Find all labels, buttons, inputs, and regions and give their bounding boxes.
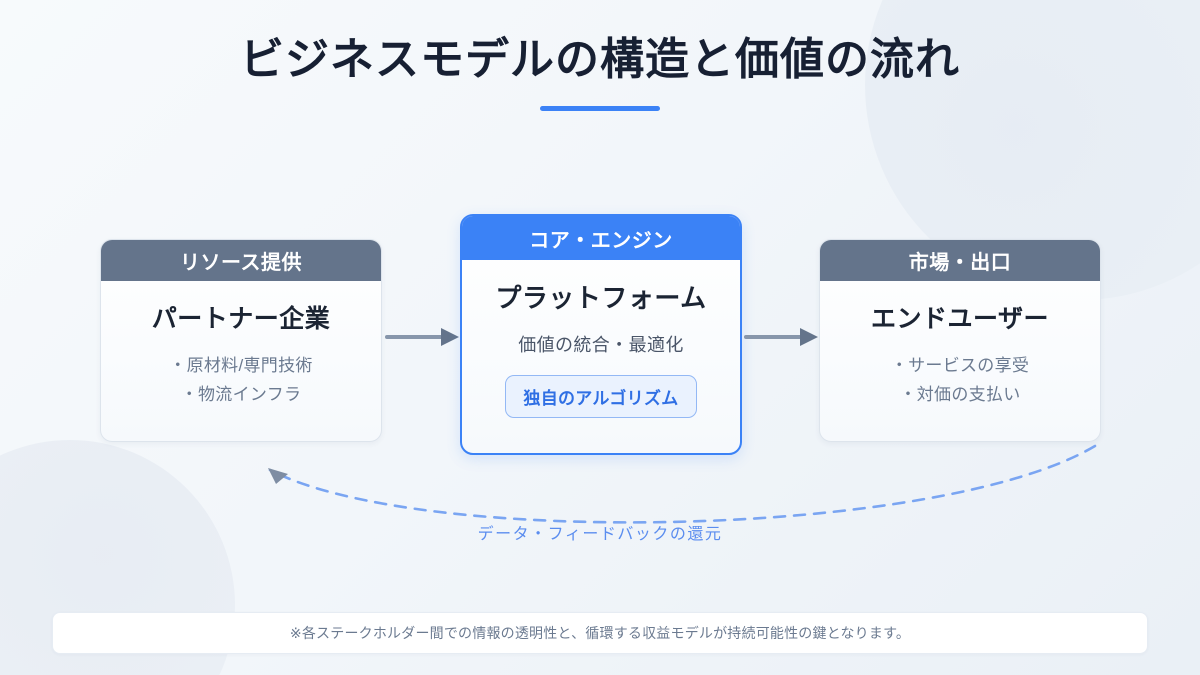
card-title-core-engine: プラットフォーム: [495, 283, 707, 313]
list-item: ・サービスの享受: [890, 356, 1030, 375]
card-resource-supply[interactable]: リソース提供 パートナー企業 ・原材料/専門技術 ・物流インフラ: [100, 239, 382, 442]
page-header: ビジネスモデルの構造と価値の流れ: [0, 34, 1200, 111]
card-subtitle-core-engine: 価値の統合・最適化: [518, 335, 684, 355]
card-core-engine[interactable]: コア・エンジン プラットフォーム 価値の統合・最適化 独自のアルゴリズム: [460, 214, 742, 455]
title-accent-bar: [540, 105, 660, 111]
card-title-market-exit: エンドユーザー: [870, 305, 1049, 333]
feedback-label: データ・フィードバックの還元: [477, 526, 723, 543]
arrow-head-icon: [800, 328, 818, 346]
page-title: ビジネスモデルの構造と価値の流れ: [240, 35, 960, 84]
feedback-loop: [268, 444, 1097, 524]
footer-note-bar: ※各ステークホルダー間での情報の透明性と、循環する収益モデルが持続可能性の鍵とな…: [52, 612, 1148, 654]
badge-algorithm[interactable]: 独自のアルゴリズム: [505, 375, 697, 418]
card-title-resource-supply: パートナー企業: [151, 305, 331, 333]
list-item: ・原材料/専門技術: [169, 356, 313, 375]
card-market-exit[interactable]: 市場・出口 エンドユーザー ・サービスの享受 ・対価の支払い: [819, 239, 1101, 442]
arrow-resource-to-core: [385, 328, 459, 346]
card-header-resource-supply: リソース提供: [101, 240, 381, 281]
card-header-market-exit: 市場・出口: [820, 240, 1100, 281]
card-body-core-engine: プラットフォーム 価値の統合・最適化 独自のアルゴリズム: [462, 260, 740, 418]
card-body-resource-supply: パートナー企業 ・原材料/専門技術 ・物流インフラ: [101, 281, 381, 409]
feedback-arrow-head-icon: [268, 468, 288, 484]
card-body-market-exit: エンドユーザー ・サービスの享受 ・対価の支払い: [820, 281, 1100, 409]
arrow-head-icon: [441, 328, 459, 346]
arrow-line: [744, 335, 802, 339]
card-list-market-exit: ・サービスの享受 ・対価の支払い: [891, 351, 1029, 409]
card-header-core-engine: コア・エンジン: [462, 216, 740, 260]
list-item: ・対価の支払い: [899, 385, 1021, 405]
arrow-core-to-market: [744, 328, 818, 346]
card-list-resource-supply: ・原材料/専門技術 ・物流インフラ: [169, 351, 312, 409]
list-item: ・物流インフラ: [180, 385, 302, 405]
feedback-curve-path: [268, 444, 1097, 524]
arrow-line: [385, 335, 443, 339]
footer-note-text: ※各ステークホルダー間での情報の透明性と、循環する収益モデルが持続可能性の鍵とな…: [289, 625, 911, 641]
flow-diagram: リソース提供 パートナー企業 ・原材料/専門技術 ・物流インフラ コア・エンジン…: [0, 214, 1200, 464]
